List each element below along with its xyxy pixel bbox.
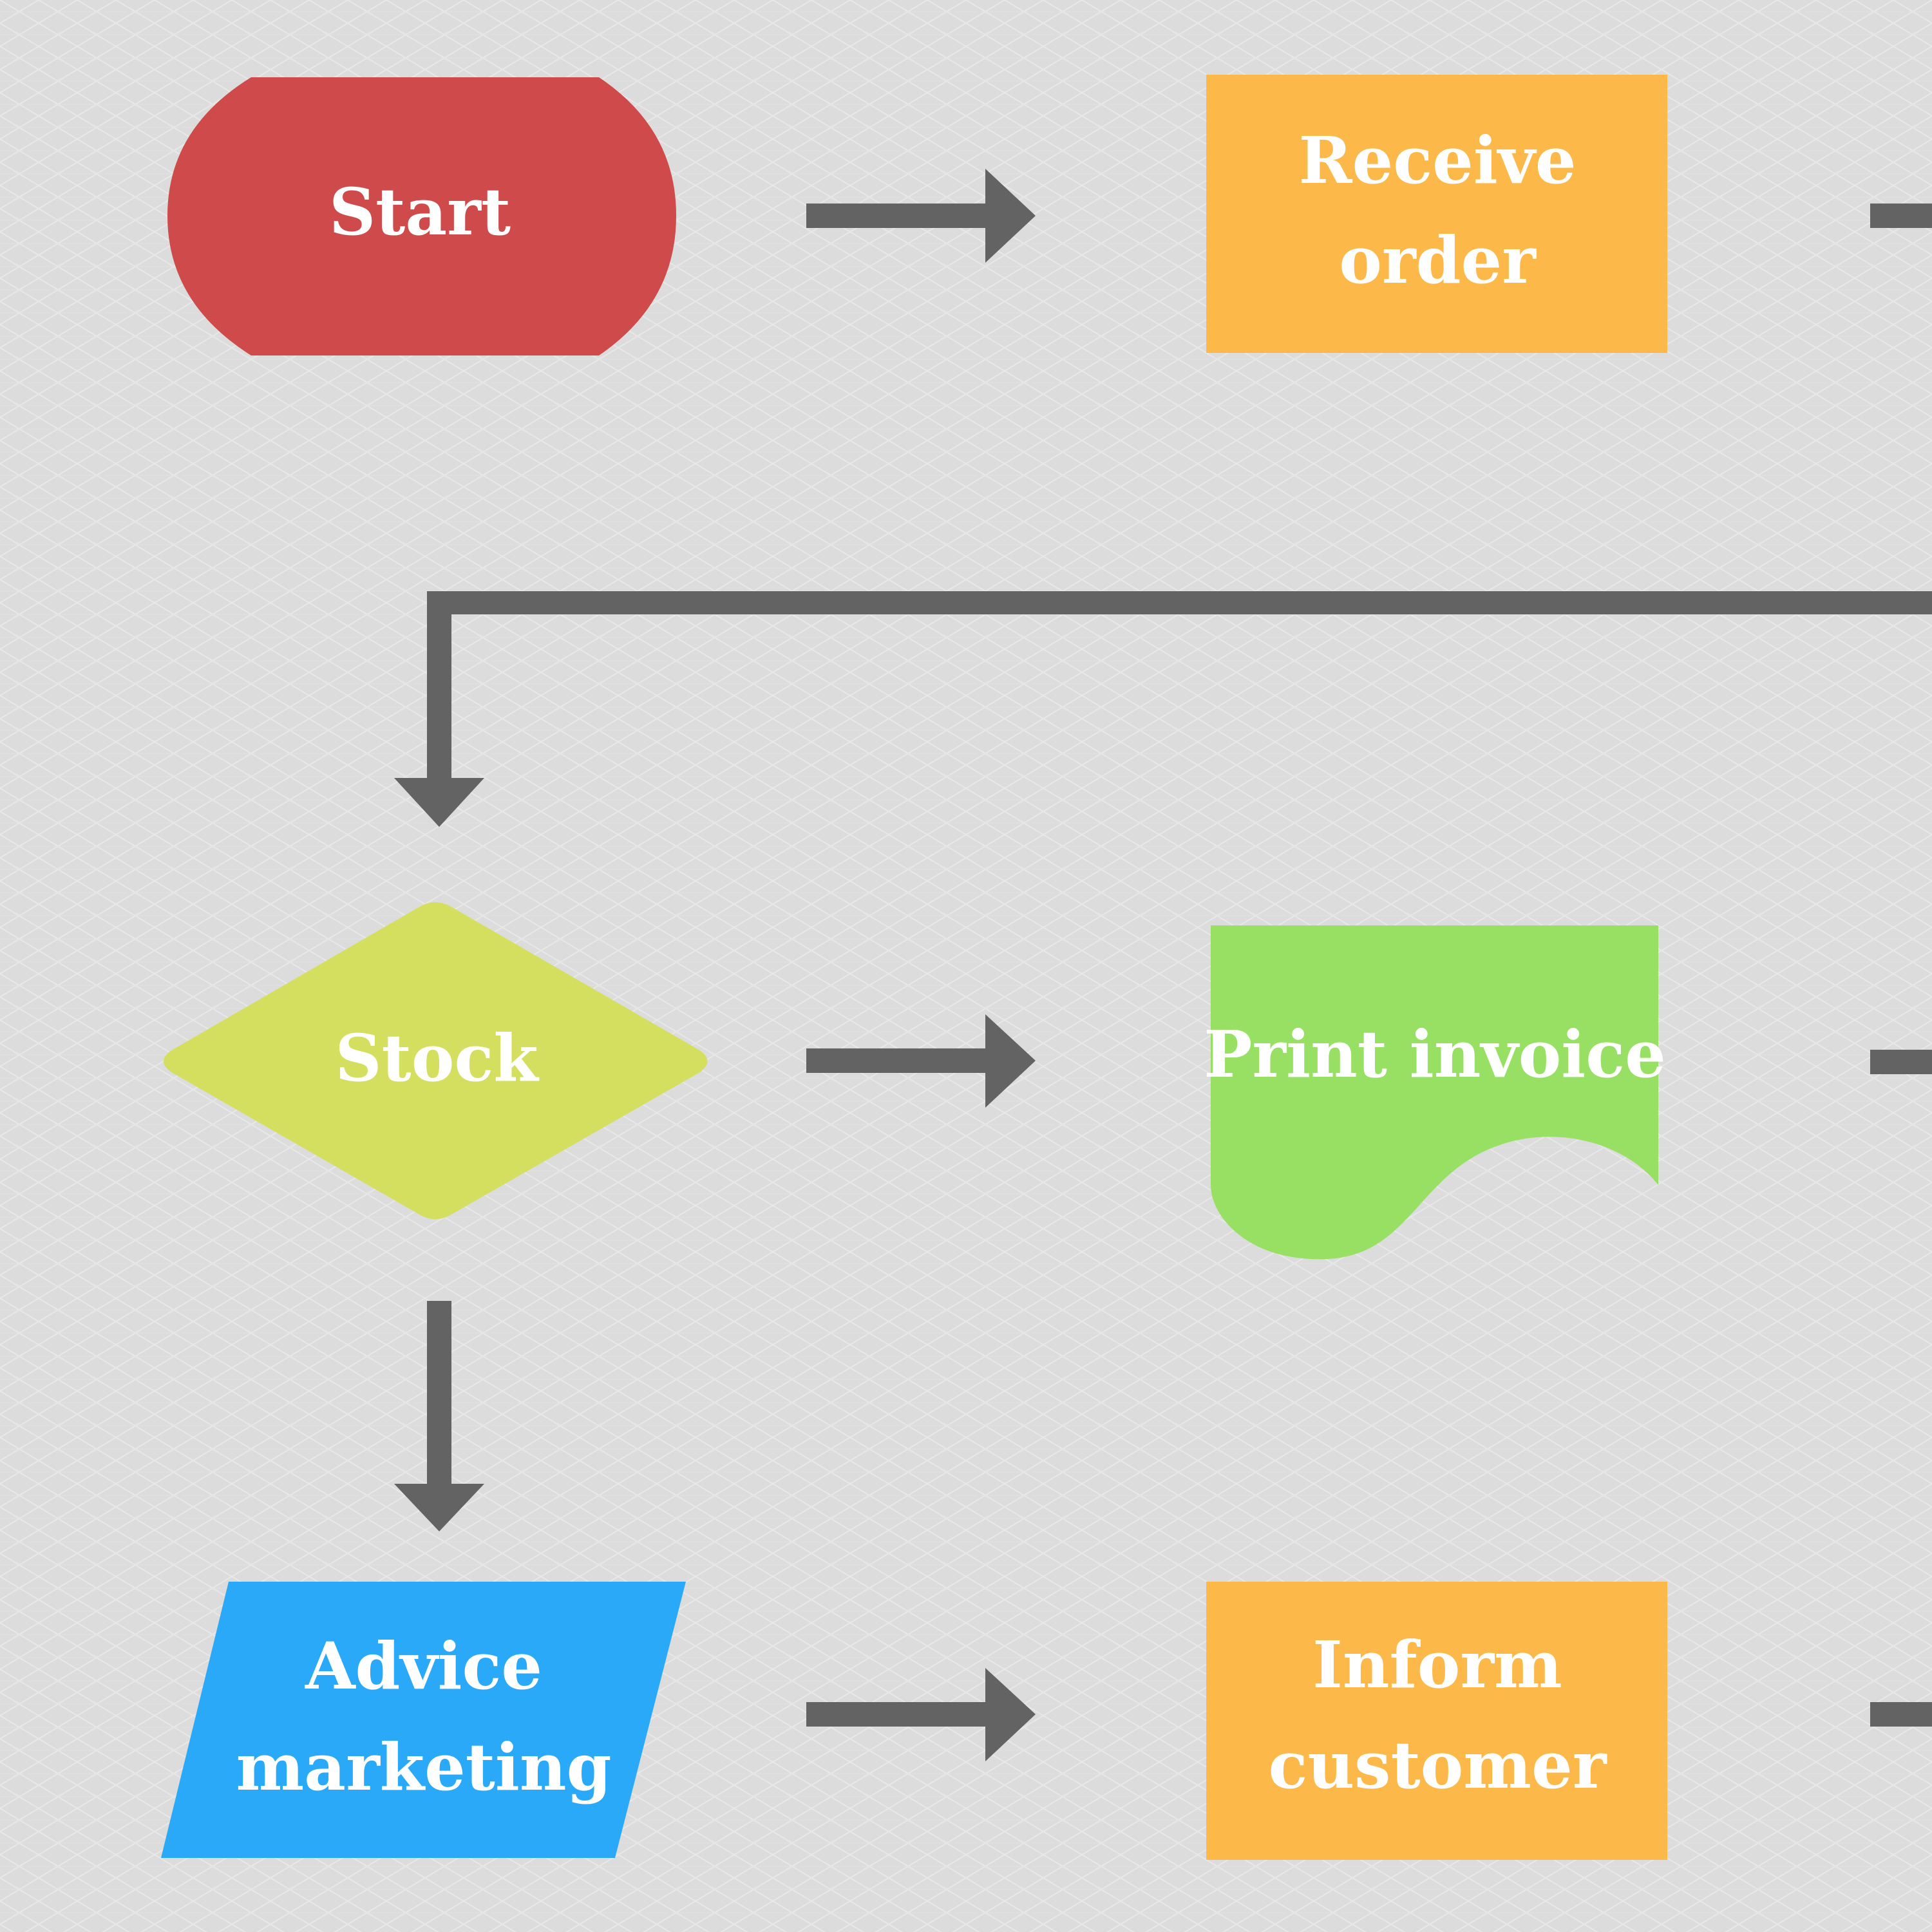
node-advice-marketing-label-line2: marketing: [236, 1729, 611, 1805]
connectors: [394, 169, 1932, 1761]
connector-receive-order-out: [1870, 204, 1932, 228]
node-advice-marketing[interactable]: Advice marketing: [161, 1582, 686, 1858]
node-receive-order-label-line2: order: [1339, 222, 1537, 298]
connector-print-invoice-out: [1870, 1050, 1932, 1074]
node-stock[interactable]: Stock: [164, 902, 708, 1219]
node-receive-order[interactable]: Receive order: [1206, 75, 1667, 353]
arrow-stock-to-print-invoice: [806, 1014, 1036, 1108]
connector-inform-customer-out: [1870, 1702, 1932, 1727]
arrow-stock-to-advice-marketing: [394, 1301, 484, 1531]
arrow-advice-to-inform-customer: [806, 1668, 1036, 1761]
node-print-invoice[interactable]: Print invoice: [1204, 925, 1666, 1260]
arrow-start-to-receive-order: [806, 169, 1036, 263]
arrow-loop-to-stock: [394, 591, 1932, 827]
node-start[interactable]: Start: [167, 77, 676, 355]
node-print-invoice-label: Print invoice: [1204, 1016, 1666, 1092]
node-inform-customer-label-line2: customer: [1269, 1727, 1607, 1803]
node-start-label: Start: [329, 174, 511, 250]
node-inform-customer-label-line1: Inform: [1312, 1627, 1562, 1703]
node-advice-marketing-label-line1: Advice: [305, 1628, 542, 1704]
node-inform-customer[interactable]: Inform customer: [1206, 1582, 1667, 1860]
node-receive-order-label-line1: Receive: [1299, 122, 1577, 198]
node-stock-label: Stock: [335, 1020, 539, 1096]
